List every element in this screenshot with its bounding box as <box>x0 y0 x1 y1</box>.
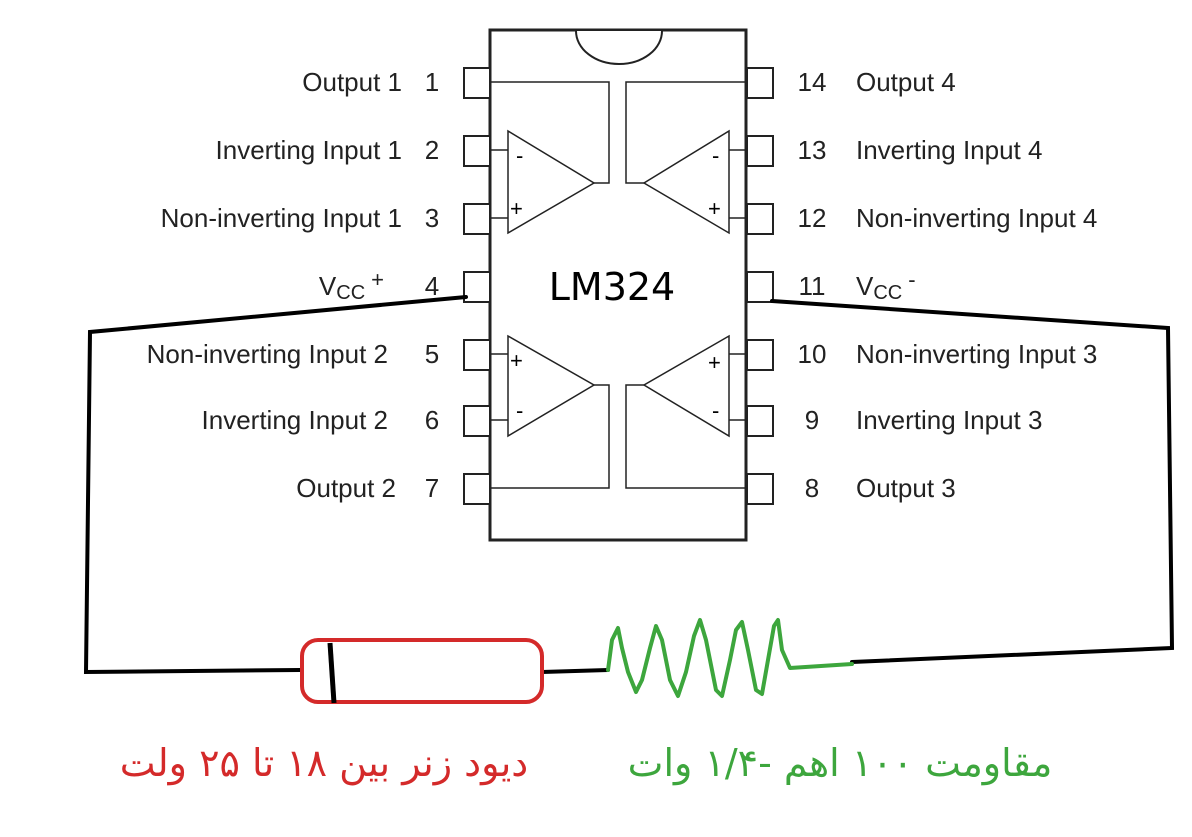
chip-name: LM324 <box>549 265 676 309</box>
ic-notch <box>575 30 663 65</box>
pin-9: 9 Inverting Input 3 <box>746 405 1042 437</box>
pin-9-label: Inverting Input 3 <box>856 405 1042 435</box>
pin-13-pad <box>746 135 774 167</box>
pin-14-label: Output 4 <box>856 67 956 97</box>
pin-13: 13 Inverting Input 4 <box>746 135 1042 167</box>
pin-7-number: 7 <box>425 473 439 503</box>
pin-14-number: 14 <box>798 67 827 97</box>
diode-caption: دیود زنر بین ۱۸ تا ۲۵ ولت <box>120 741 528 786</box>
pin-12-label: Non-inverting Input 4 <box>856 203 1097 233</box>
pin-11-number: 11 <box>799 271 826 301</box>
opamp-3-triangle <box>642 334 730 438</box>
pin-11-label: VCC- <box>856 267 916 304</box>
pin-12-pad <box>746 203 774 235</box>
pin-7-label: Output 2 <box>296 473 396 503</box>
diode-body <box>300 638 544 704</box>
pin-5: 5 Non-inverting Input 2 <box>147 339 491 371</box>
pin-13-label: Inverting Input 4 <box>856 135 1042 165</box>
pin-1-label: Output 1 <box>302 67 402 97</box>
opamp-4-triangle <box>642 129 730 235</box>
pin-8-number: 8 <box>805 473 819 503</box>
pin-2-number: 2 <box>425 135 439 165</box>
pin-10-number: 10 <box>798 339 827 369</box>
pin-8-label: Output 3 <box>856 473 956 503</box>
pin-8-pad <box>746 473 774 505</box>
pin-3-number: 3 <box>425 203 439 233</box>
wire-vcc-minus <box>770 299 1175 664</box>
diode-cathode-band <box>327 642 337 704</box>
pin-4-pad <box>463 271 491 303</box>
pin-1-pad <box>463 67 491 99</box>
external-wiring <box>83 295 1175 675</box>
pin-6: 6 Inverting Input 2 <box>202 405 491 437</box>
opamp-4-minus: - <box>712 143 719 168</box>
opamp-2-minus: - <box>516 398 523 423</box>
pin-7-pad <box>463 473 491 505</box>
opamp-2-triangle <box>507 334 596 438</box>
pin-10: 10 Non-inverting Input 3 <box>746 339 1097 371</box>
opamp-4-plus: + <box>708 196 721 221</box>
pin-2: 2 Inverting Input 1 <box>216 135 491 167</box>
pin-4: 4 VCC+ <box>319 267 491 304</box>
pin-4-label: VCC+ <box>319 267 384 304</box>
wire-vcc-plus <box>83 295 468 675</box>
pin-11-pad <box>746 271 774 303</box>
pin-10-pad <box>746 339 774 371</box>
pin-14-pad <box>746 67 774 99</box>
pin-6-label: Inverting Input 2 <box>202 405 388 435</box>
opamp-2-plus: + <box>510 348 523 373</box>
ic-body <box>488 28 748 542</box>
pin-6-number: 6 <box>425 405 439 435</box>
pin-9-number: 9 <box>805 405 819 435</box>
pin-2-pad <box>463 135 491 167</box>
opamp-1-minus: - <box>516 143 523 168</box>
pin-10-label: Non-inverting Input 3 <box>856 339 1097 369</box>
pin-2-label: Inverting Input 1 <box>216 135 402 165</box>
opamp-3-minus: - <box>712 398 719 423</box>
pin-8: 8 Output 3 <box>746 473 956 505</box>
opamp-1-triangle <box>507 129 596 235</box>
pin-3-label: Non-inverting Input 1 <box>161 203 402 233</box>
pin-5-label: Non-inverting Input 2 <box>147 339 388 369</box>
pin-7: 7 Output 2 <box>296 473 491 505</box>
pin-14: 14 Output 4 <box>746 67 956 99</box>
pin-1-number: 1 <box>425 67 439 97</box>
resistor-caption: مقاومت ۱۰۰ اهم -۱/۴ وات <box>628 741 1053 786</box>
pin-5-pad <box>463 339 491 371</box>
pin-4-number: 4 <box>425 271 439 301</box>
pin-3-pad <box>463 203 491 235</box>
pin-12-number: 12 <box>798 203 827 233</box>
opamp-1-plus: + <box>510 196 523 221</box>
pin-3: 3 Non-inverting Input 1 <box>161 203 491 235</box>
internal-wiring <box>490 81 746 489</box>
pin-6-pad <box>463 405 491 437</box>
wire-diode-resistor <box>540 668 610 674</box>
pin-11: 11 VCC- <box>746 267 916 304</box>
pin-13-number: 13 <box>798 135 827 165</box>
pin-12: 12 Non-inverting Input 4 <box>746 203 1097 235</box>
pin-1: 1 Output 1 <box>302 67 491 99</box>
opamp-3-plus: + <box>708 350 721 375</box>
pin-5-number: 5 <box>425 339 439 369</box>
zener-diode <box>300 638 544 704</box>
resistor <box>606 618 854 698</box>
pin-9-pad <box>746 405 774 437</box>
